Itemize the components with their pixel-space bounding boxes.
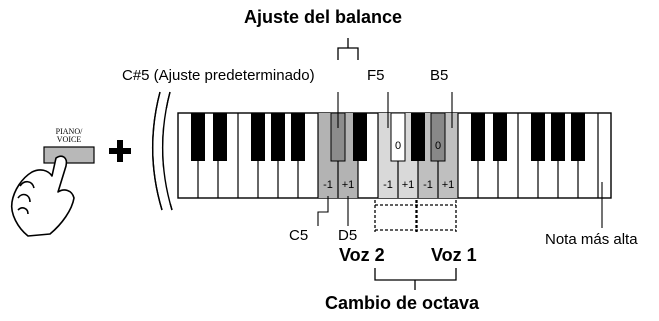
- black-key: [551, 113, 565, 161]
- c5-label: C5: [289, 227, 309, 244]
- a-sharp-zero-mark: 0: [434, 140, 442, 152]
- c-sharp-5-label: C#5 (Ajuste predeterminado): [122, 67, 315, 84]
- black-key: [531, 113, 545, 161]
- black-key: [191, 113, 205, 161]
- balance-bracket: [337, 47, 359, 60]
- octave-change-label: Cambio de octava: [325, 293, 480, 313]
- black-key: [411, 113, 425, 161]
- break-line-right: [162, 91, 173, 211]
- balance-title: Ajuste del balance: [244, 7, 403, 27]
- hand-icon: [10, 155, 75, 237]
- c5-minus-mark: -1: [323, 179, 333, 191]
- octave-dashed-lines: [374, 200, 457, 232]
- g5-plus-mark: +1: [401, 179, 415, 191]
- break-line-left: [152, 91, 163, 211]
- f5-minus-mark: -1: [383, 179, 393, 191]
- voice2-label: Voz 2: [339, 245, 385, 265]
- black-key: [571, 113, 585, 161]
- black-key: [471, 113, 485, 161]
- d5-plus-mark: +1: [341, 179, 355, 191]
- black-key: [353, 113, 367, 161]
- black-key-a-sharp-5: [430, 112, 446, 162]
- voice1-label: Voz 1: [431, 245, 477, 265]
- a5-minus-mark: -1: [423, 179, 433, 191]
- b5-plus-mark: +1: [441, 179, 455, 191]
- piano-voice-label-line2: VOICE: [56, 135, 82, 145]
- black-key: [213, 113, 227, 161]
- octave-bracket: [374, 268, 457, 281]
- leader-c5: [317, 196, 329, 226]
- black-key: [493, 113, 507, 161]
- f5-label: F5: [367, 67, 385, 84]
- f-sharp-zero-mark: 0: [394, 140, 402, 152]
- piano-voice-button[interactable]: [43, 146, 95, 164]
- highest-note-label: Nota más alta: [545, 231, 638, 248]
- black-key-f-sharp-5: [390, 112, 406, 162]
- plus-sign-vertical: [117, 140, 123, 162]
- piano-voice-label-line1: PIANO/: [55, 127, 83, 136]
- d5-label: D5: [338, 227, 358, 244]
- black-key: [251, 113, 265, 161]
- b5-label: B5: [430, 67, 449, 84]
- black-key: [291, 113, 305, 161]
- black-keys: [191, 112, 585, 162]
- piano-voice-label: PIANO/ VOICE: [50, 127, 88, 145]
- black-key: [271, 113, 285, 161]
- break-gap: [163, 108, 177, 204]
